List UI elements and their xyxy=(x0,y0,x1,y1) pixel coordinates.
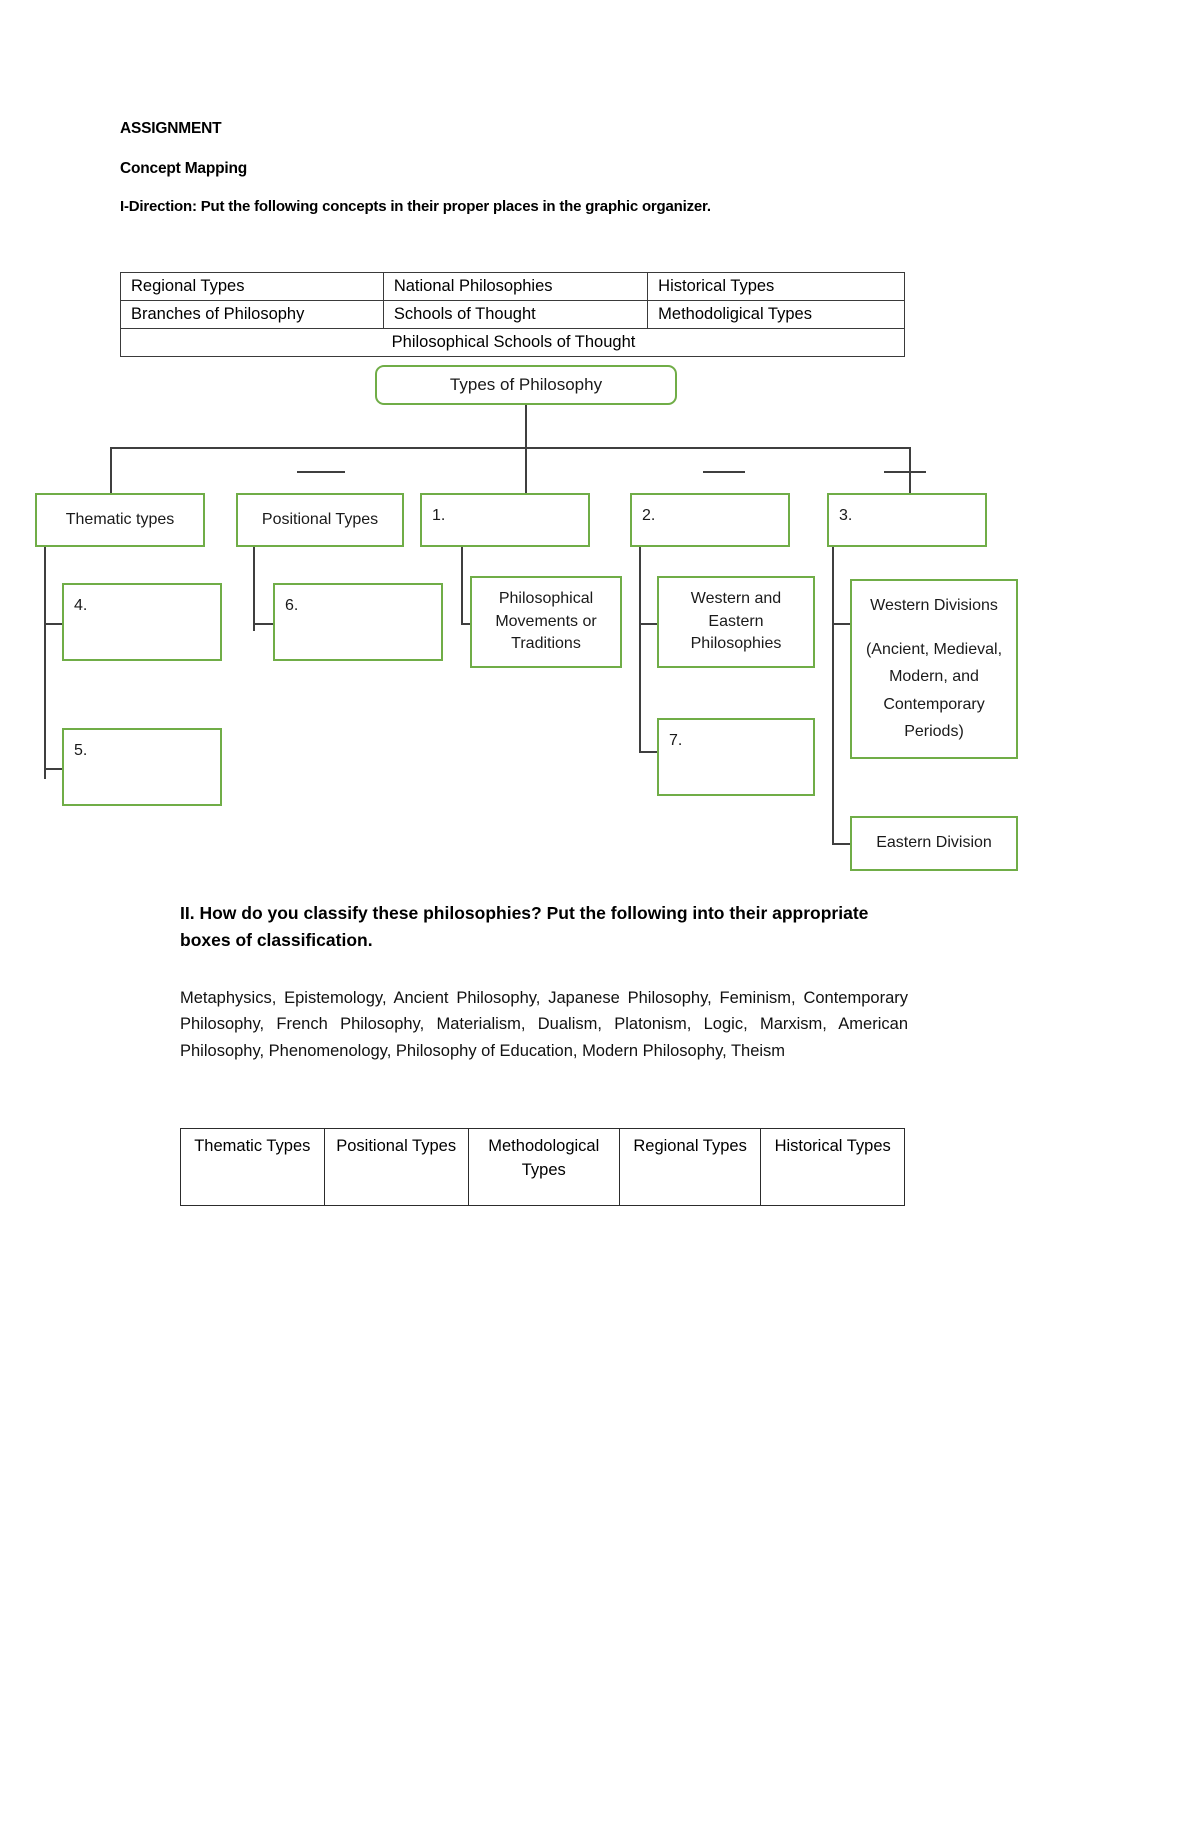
column-header-thematic-types: Thematic Types xyxy=(180,1128,325,1206)
organizer-box-western-divisions: Western Divisions (Ancient, Medieval, Mo… xyxy=(850,579,1018,759)
table-row: Branches of Philosophy Schools of Though… xyxy=(120,300,905,329)
connector-box2-to-7 xyxy=(639,751,661,753)
connector-box1-spine xyxy=(461,547,463,623)
connector-stub-b xyxy=(703,471,745,474)
connector-positional-to-6 xyxy=(253,623,275,625)
connector-positional-spine xyxy=(253,547,255,631)
organizer-box-western-eastern: Western and Eastern Philosophies xyxy=(657,576,815,668)
connector-stub-a xyxy=(297,471,345,474)
table-row: Philosophical Schools of Thought xyxy=(120,328,905,357)
organizer-box-thematic-types: Thematic types xyxy=(35,493,205,547)
organizer-box-blank-4: 4. xyxy=(62,583,222,661)
direction-line-1: I-Direction: Put the following concepts … xyxy=(120,198,711,215)
connector-box3-to-west xyxy=(832,623,854,625)
organizer-box-blank-7: 7. xyxy=(657,718,815,796)
organizer-box-positional-types: Positional Types xyxy=(236,493,404,547)
table-header-row: Thematic Types Positional Types Methodol… xyxy=(180,1128,905,1206)
organizer-box-blank-6: 6. xyxy=(273,583,443,661)
organizer-box-blank-5: 5. xyxy=(62,728,222,806)
connector-box2-spine xyxy=(639,547,641,751)
section-2-item-list: Metaphysics, Epistemology, Ancient Philo… xyxy=(180,989,908,1060)
column-header-regional-types: Regional Types xyxy=(618,1128,762,1206)
concept-cell: Schools of Thought xyxy=(382,300,649,329)
connector-box3-to-east xyxy=(832,843,854,845)
concept-cell: Methodoligical Types xyxy=(647,300,905,329)
section-subtitle: Concept Mapping xyxy=(120,160,248,177)
column-header-positional-types: Positional Types xyxy=(323,1128,469,1206)
connector-stub-c xyxy=(884,471,926,474)
concept-cell: National Philosophies xyxy=(382,272,649,301)
connector-thematic-to-4 xyxy=(44,623,64,625)
connector-root-stem xyxy=(525,405,527,447)
classification-table: Thematic Types Positional Types Methodol… xyxy=(180,1128,905,1206)
western-divisions-periods: (Ancient, Medieval, Modern, and Contempo… xyxy=(865,640,1003,741)
concept-cell: Historical Types xyxy=(647,272,905,301)
concept-word-bank-table: Regional Types National Philosophies His… xyxy=(120,272,905,357)
table-row: Regional Types National Philosophies His… xyxy=(120,272,905,301)
organizer-box-blank-3: 3. xyxy=(827,493,987,547)
organizer-box-eastern-division: Eastern Division xyxy=(850,816,1018,871)
connector-box3-spine xyxy=(832,547,834,843)
western-divisions-title: Western Divisions xyxy=(870,597,998,615)
connector-drop-3 xyxy=(525,447,527,499)
column-header-methodological-types: Methodological Types xyxy=(467,1128,620,1206)
connector-box2-to-we xyxy=(639,623,661,625)
concept-cell: Branches of Philosophy xyxy=(120,300,384,329)
section-2-title: II. How do you classify these philosophi… xyxy=(180,903,869,951)
organizer-box-blank-1: 1. xyxy=(420,493,590,547)
connector-bus-level2 xyxy=(110,447,910,449)
graphic-organizer: Types of Philosophy Thematic types Posit… xyxy=(0,355,1200,885)
concept-cell-span: Philosophical Schools of Thought xyxy=(120,328,905,357)
connector-thematic-to-5 xyxy=(44,768,64,770)
organizer-root-box: Types of Philosophy xyxy=(375,365,677,405)
connector-thematic-spine xyxy=(44,547,46,779)
connector-drop-1 xyxy=(110,447,112,499)
organizer-box-philosophical-movements: Philosophical Movements or Traditions xyxy=(470,576,622,668)
page-title: ASSIGNMENT xyxy=(120,120,222,137)
organizer-box-blank-2: 2. xyxy=(630,493,790,547)
concept-cell: Regional Types xyxy=(120,272,384,301)
column-header-historical-types: Historical Types xyxy=(760,1128,905,1206)
